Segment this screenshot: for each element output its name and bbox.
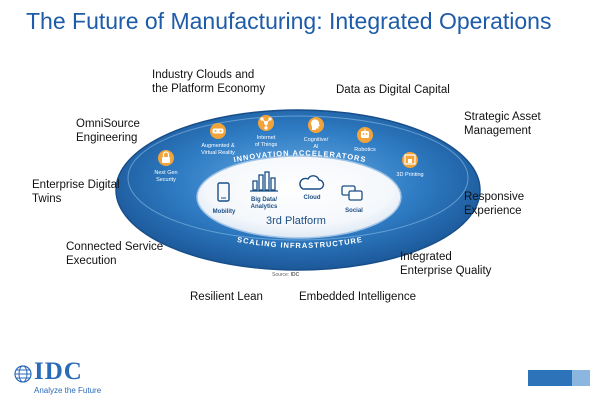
accelerator-label-line1: Cognitive/ (304, 137, 329, 143)
platform-item-label: Cloud (304, 195, 321, 201)
platform-item-label-line1: Big Data/ (251, 197, 277, 203)
accelerator-robotics: Robotics (354, 127, 376, 153)
platform-item-social: Social (341, 185, 363, 214)
label-connected-service: Connected Service Execution (66, 241, 164, 267)
accelerator-3d-printing: 3D Printing (396, 152, 424, 178)
robot-icon (361, 129, 369, 138)
ring-highlight (127, 115, 469, 241)
idc-logo-text: IDC (34, 358, 83, 385)
platform-item-label: Social (345, 208, 363, 214)
inner-platform (196, 155, 402, 239)
mobile-phone-icon (217, 182, 230, 202)
source-note: Source: IDC (272, 272, 300, 278)
accelerator-label-line2: AI (313, 144, 319, 150)
idc-logo: IDC Analyze the Future (14, 358, 134, 398)
label-industry-clouds: Industry Clouds and the Platform Economy (152, 69, 266, 95)
platform-item-big-data: Big Data/ Analytics (250, 171, 278, 210)
accelerator-cognitive-ai: Cognitive/ AI (304, 117, 329, 150)
source-name: IDC (291, 272, 300, 278)
label-digital-twins: Enterprise Digital Twins (32, 179, 120, 205)
accelerator-ar-vr: Augmented & Virtual Reality (201, 123, 235, 156)
footer-accent-bar-light (572, 370, 590, 386)
page-title: The Future of Manufacturing: Integrated … (26, 8, 552, 34)
label-integrated-quality: Integrated Enterprise Quality (400, 251, 492, 277)
platform-center-label: 3rd Platform (266, 215, 326, 227)
accelerator-label-line1: Internet (257, 135, 276, 141)
label-resilient-lean: Resilient Lean (190, 291, 263, 303)
label-data-capital: Data as Digital Capital (336, 84, 450, 96)
vr-headset-icon (212, 128, 224, 134)
accelerator-iot: Internet of Things (255, 115, 278, 148)
accelerator-label-line2: Security (156, 177, 176, 183)
lock-icon (162, 151, 170, 163)
brain-head-icon (311, 119, 320, 130)
bar-chart-icon (250, 171, 278, 192)
platform-item-label: Mobility (213, 209, 236, 215)
platform-item-cloud: Cloud (299, 175, 325, 201)
label-strategic-asset: Strategic Asset Management (464, 111, 541, 137)
source-prefix: Source: (272, 272, 291, 278)
accelerator-next-gen-security: Next Gen Security (154, 150, 178, 183)
accelerator-label-line1: Augmented & (201, 143, 235, 149)
chat-bubbles-icon (341, 185, 363, 201)
accelerator-label-line1: Next Gen (154, 170, 177, 176)
accelerator-label-line2: Virtual Reality (201, 150, 235, 156)
label-embedded-intelligence: Embedded Intelligence (299, 291, 416, 303)
label-responsive: Responsive Experience (464, 191, 525, 217)
cloud-icon (299, 175, 325, 190)
network-icon (260, 117, 272, 130)
accelerator-label-line1: Robotics (354, 147, 376, 153)
accelerator-label-line1: 3D Printing (396, 172, 423, 178)
idc-tagline: Analyze the Future (34, 386, 102, 395)
3d-printer-icon (404, 154, 416, 165)
platform-item-label-line2: Analytics (251, 204, 278, 210)
platform-item-mobility: Mobility (213, 182, 236, 215)
globe-icon (14, 365, 32, 383)
label-omnisource: OmniSource Engineering (76, 118, 140, 144)
accelerator-label-line2: of Things (255, 142, 278, 148)
